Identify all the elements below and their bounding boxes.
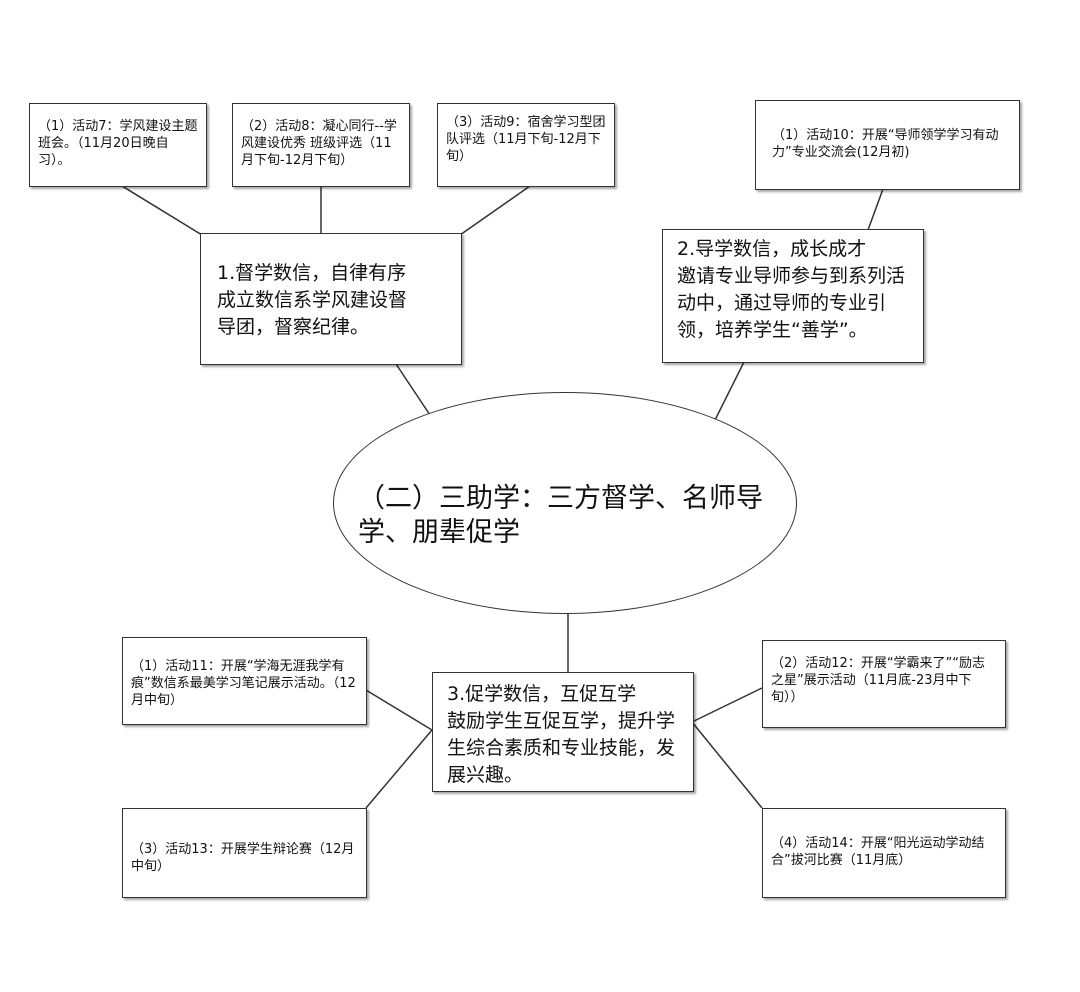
connector-b3-a11 <box>365 689 433 731</box>
center-title: （二）三助学：三方督学、名师导 学、朋辈促学 <box>358 483 763 548</box>
connector-b2-a10 <box>867 188 884 231</box>
activity-9-box: （3）活动9：宿舍学习型团队评选（11月下旬-12月下旬） <box>437 103 615 187</box>
connector-b1-a7 <box>121 185 203 236</box>
activity-8-box: （2）活动8：凝心同行--学风建设优秀 班级评选（11月下旬-12月下旬） <box>232 103 410 187</box>
connector-b1-a9 <box>459 185 531 236</box>
center-ellipse <box>333 392 797 614</box>
connector-b3-a13 <box>365 729 433 809</box>
activity-14-box: （4）活动14：开展“阳光运动学动结合”拔河比赛（11月底） <box>762 808 1006 898</box>
activity-13-box: （3）活动13：开展学生辩论赛（12月中旬） <box>122 808 367 898</box>
activity-7-box: （1）活动7：学风建设主题班会。（11月20日晚自习）。 <box>29 103 207 187</box>
activity-12-box: （2）活动12：开展“学霸来了”“励志之星”展示活动（11月底-23月中下旬）） <box>762 640 1006 728</box>
activity-10-box: （1）活动10：开展“导师领学学习有动力”专业交流会(12月初) <box>755 100 1020 190</box>
connector-b3-a12 <box>691 687 763 723</box>
branch-3-box: 3.促学数信，互促互学 鼓励学生互促互学，提升学生综合素质和专业技能，发展兴趣。 <box>432 672 694 792</box>
activity-11-box: （1）活动11：开展“学海无涯我学有痕”数信系最美学习笔记展示活动。（12月中旬… <box>122 637 367 725</box>
branch-1-box: 1.督学数信，自律有序 成立数信系学风建设督 导团，督察纪律。 <box>200 233 462 365</box>
connector-b3-a14 <box>691 721 763 809</box>
branch-2-box: 2.导学数信，成长成才 邀请专业导师参与到系列活动中，通过导师的专业引领，培养学… <box>662 229 924 363</box>
